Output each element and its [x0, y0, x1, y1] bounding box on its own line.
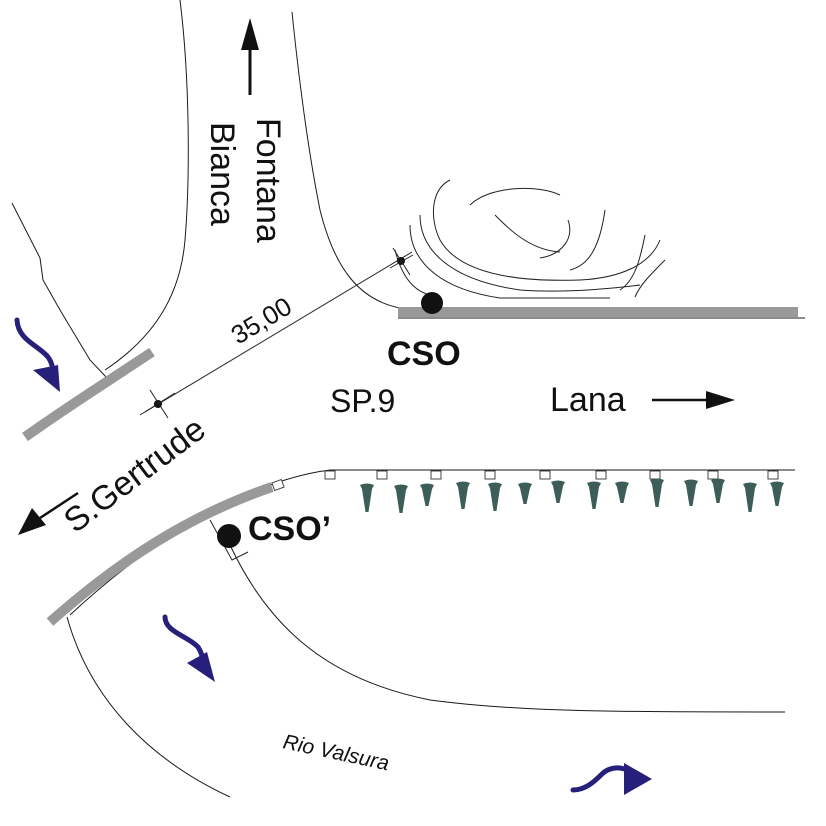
flow-arrow-icon [162, 614, 215, 682]
guardrail-south [46, 482, 274, 626]
fontana-label: Fontana [249, 118, 287, 243]
survey-marker-east [389, 247, 414, 276]
inlet [707, 470, 719, 480]
arrow-up-icon [241, 18, 259, 95]
river-north-bank [229, 544, 786, 713]
hillside-contour-west [11, 202, 108, 379]
survey-marker-west [139, 389, 176, 419]
tree-icon [770, 481, 784, 506]
flow-arrow-icon [570, 763, 652, 795]
cso-prime-label: CSO’ [248, 510, 331, 548]
arrow-right-icon [652, 391, 735, 409]
tree-icon [615, 481, 629, 503]
cso-prime-point [217, 524, 241, 548]
arrow-down-left-icon [18, 491, 79, 535]
inlet [484, 470, 496, 480]
tree-icon [456, 481, 470, 509]
inlet [539, 470, 551, 480]
tree-icon [587, 481, 601, 509]
tree-icon [743, 482, 757, 512]
cso-label: CSO [387, 335, 461, 373]
dimension-line [144, 251, 413, 413]
cso-point [421, 292, 443, 314]
tree-icon [711, 478, 725, 503]
tree-icon [360, 483, 374, 512]
fontana-road-west-edge [104, 0, 189, 371]
lana-road-south-edge [69, 469, 795, 616]
bianca-label: Bianca [203, 122, 241, 226]
inlet [324, 470, 336, 480]
inlet [376, 470, 388, 480]
trees [360, 478, 784, 513]
tree-icon [650, 478, 664, 507]
river-south-bank [66, 616, 231, 798]
tree-icon [420, 483, 434, 506]
tree-icon [551, 480, 565, 503]
flow-arrow-icon [14, 317, 60, 392]
guardrail-west [22, 347, 155, 442]
tree-icon [518, 482, 532, 504]
inlet [271, 478, 285, 492]
river-label: Rio Valsura [281, 730, 391, 775]
road-id-label: SP.9 [330, 383, 395, 419]
tree-icon [684, 479, 698, 506]
fontana-road-east-edge [291, 11, 401, 309]
inlets [324, 470, 779, 480]
distance-label: 35,00 [226, 291, 297, 350]
tree-icon [394, 484, 408, 513]
inlet [649, 470, 661, 480]
inlet [430, 470, 442, 480]
terrain-contours [394, 179, 666, 299]
lana-label: Lana [550, 381, 626, 419]
inlet [767, 470, 779, 480]
inlet [595, 470, 607, 480]
tree-icon [488, 482, 502, 511]
